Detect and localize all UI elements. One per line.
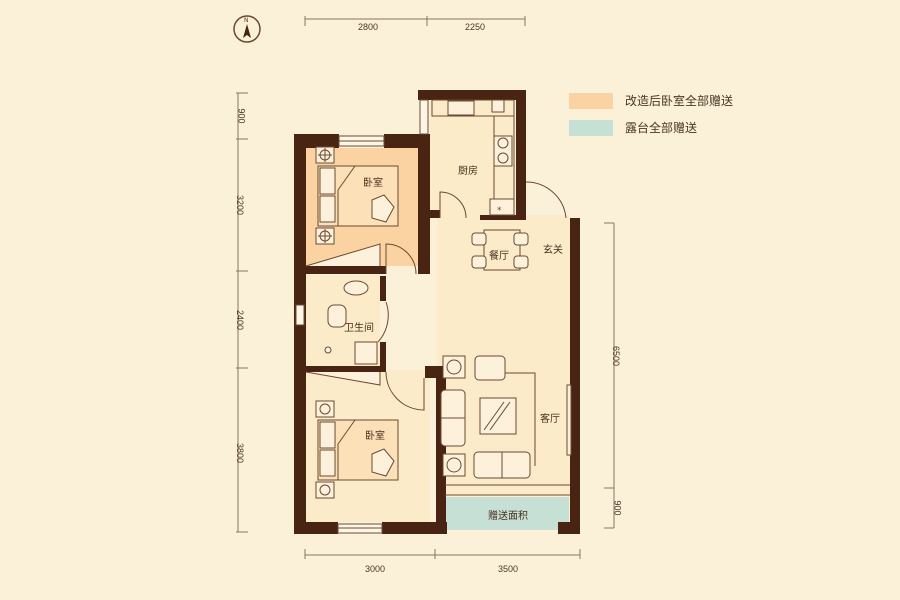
legend-label-terrace: 露台全部赠送 [625, 121, 698, 135]
dim-top-1: 2800 [358, 22, 379, 32]
room-label-bathroom: 卫生间 [344, 323, 374, 334]
room-label-dining: 餐厅 [489, 251, 509, 262]
room-label-balcony: 赠送面积 [488, 511, 528, 522]
dim-bottom-1: 3000 [365, 564, 386, 574]
terrace-area [445, 497, 569, 530]
room-label-kitchen: 厨房 [458, 166, 478, 177]
legend-swatch-terrace [569, 119, 613, 136]
dim-right-2: 900 [612, 500, 623, 516]
svg-text:*: * [497, 206, 502, 216]
dim-bottom-2: 3500 [498, 564, 519, 574]
dimension-lines [236, 16, 615, 559]
room-label-bedroom-top: 卧室 [363, 178, 383, 189]
legend-swatch-bonus-bedroom [569, 92, 613, 109]
walls [294, 90, 580, 534]
dim-left-4: 3800 [235, 442, 246, 464]
room-label-entrance: 玄关 [543, 245, 563, 256]
legend-label-bonus-bedroom: 改造后卧室全部赠送 [625, 94, 734, 108]
dim-left-3: 2400 [235, 309, 246, 331]
dim-top-2: 2250 [465, 22, 486, 32]
dim-left-1: 900 [236, 108, 247, 124]
room-label-living: 客厅 [540, 414, 560, 425]
compass-icon [233, 15, 261, 43]
room-label-bedroom-bottom: 卧室 [365, 431, 385, 442]
legend-item-bonus-bedroom: 改造后卧室全部赠送 [569, 92, 733, 109]
dim-right-1: 6500 [611, 345, 622, 367]
legend-item-terrace: 露台全部赠送 [569, 119, 697, 136]
compass-north-label: N [244, 17, 249, 24]
dim-left-2: 3200 [235, 194, 246, 216]
